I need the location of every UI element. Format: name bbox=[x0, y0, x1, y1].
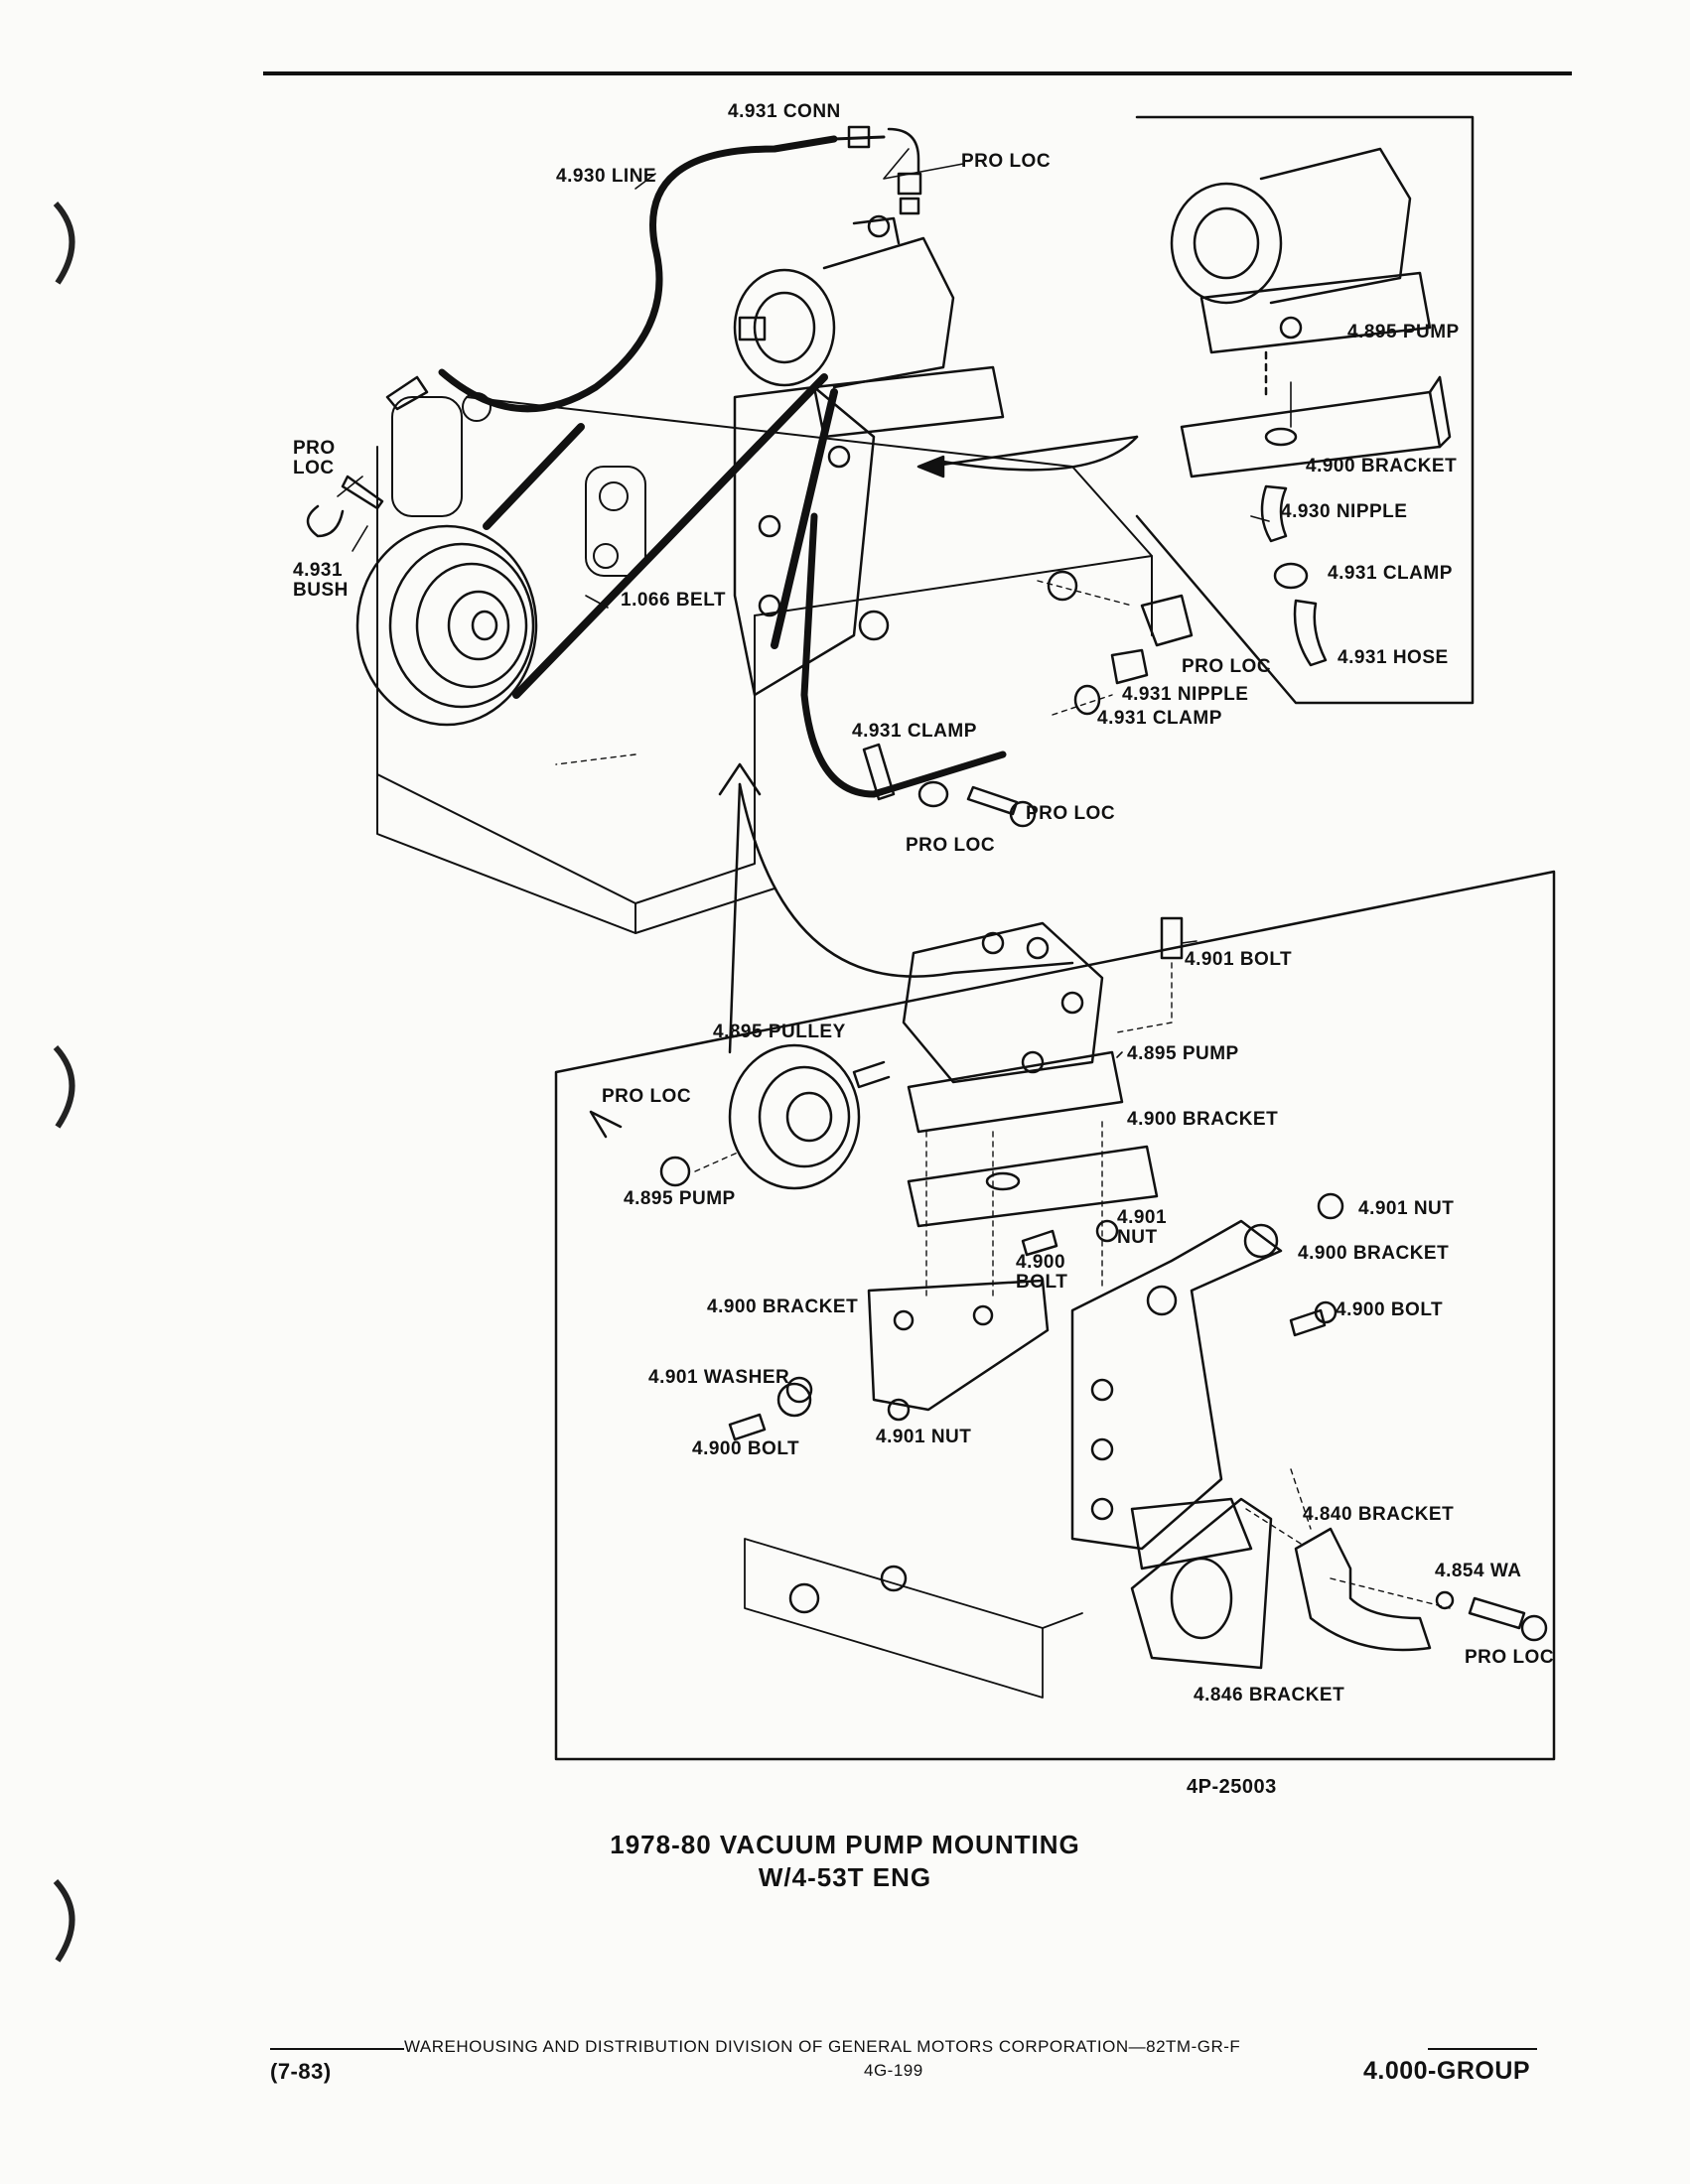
label-4846-bracket: 4.846 BRACKET bbox=[1194, 1685, 1345, 1706]
vacuum-pump-main bbox=[733, 214, 1005, 439]
label-inset-4931-hose: 4.931 HOSE bbox=[1338, 647, 1449, 668]
label-pro-loc-below: PRO LOC bbox=[906, 835, 996, 856]
label-4900-bolt-center: 4.900 BOLT bbox=[1016, 1252, 1068, 1293]
upper-inset-frame bbox=[1135, 115, 1475, 705]
label-inset-4900-bracket: 4.900 BRACKET bbox=[1306, 456, 1458, 477]
punch-hole-mark-middle bbox=[53, 1044, 75, 1129]
label-4930-line: 4.930 LINE bbox=[556, 166, 657, 187]
inset-pump bbox=[1170, 147, 1432, 354]
footer-rule-left bbox=[270, 2048, 404, 2050]
figure-number: 4P-25003 bbox=[1187, 1776, 1277, 1798]
inset-bracket bbox=[1180, 375, 1452, 478]
lower-bracket-plate bbox=[907, 1145, 1159, 1228]
lower-inset-frame bbox=[554, 870, 1556, 1761]
bracket-4846 bbox=[1130, 1497, 1273, 1670]
vacuum-line bbox=[438, 135, 838, 413]
label-4931-bush: 4.931 BUSH bbox=[293, 560, 349, 601]
label-4895-pump-right: 4.895 PUMP bbox=[1127, 1043, 1239, 1064]
label-pro-loc-bolt: PRO LOC bbox=[1026, 803, 1116, 824]
label-4900-bolt-right: 4.900 BOLT bbox=[1336, 1299, 1444, 1320]
lower-bracket-right bbox=[1070, 1219, 1283, 1551]
label-inset-4931-clamp: 4.931 CLAMP bbox=[1328, 563, 1453, 584]
label-4900-bolt-left: 4.900 BOLT bbox=[692, 1438, 800, 1459]
label-4901-nut-center: 4.901 NUT bbox=[1117, 1207, 1168, 1248]
label-4931-clamp-mid: 4.931 CLAMP bbox=[852, 721, 977, 742]
footer-date: (7-83) bbox=[270, 2059, 332, 2084]
lower-inset-pump bbox=[852, 921, 1124, 1134]
bracket-4840 bbox=[1294, 1527, 1432, 1652]
label-4900-bracket-top: 4.900 BRACKET bbox=[1127, 1109, 1279, 1130]
arrow-to-upper-inset bbox=[926, 435, 1139, 469]
title-line-2: W/4-53T ENG bbox=[758, 1862, 932, 1892]
footer-page-number: 4G-199 bbox=[864, 2061, 923, 2080]
label-4900-bracket-left: 4.900 BRACKET bbox=[707, 1297, 859, 1317]
arrow-to-lower-inset bbox=[718, 762, 762, 1054]
label-4901-nut-lower: 4.901 NUT bbox=[876, 1427, 972, 1447]
label-pro-loc-lower-right: PRO LOC bbox=[1465, 1647, 1555, 1668]
label-4895-pulley: 4.895 PULLEY bbox=[713, 1022, 846, 1042]
label-4931-conn: 4.931 CONN bbox=[728, 101, 841, 122]
label-4900-bracket-right: 4.900 BRACKET bbox=[1298, 1243, 1450, 1264]
punch-hole-mark-bottom bbox=[53, 1878, 75, 1963]
vacuum-line-lower bbox=[800, 512, 1007, 798]
punch-hole-mark-top bbox=[53, 201, 75, 285]
label-pro-loc-top: PRO LOC bbox=[961, 151, 1052, 172]
label-4901-nut-right: 4.901 NUT bbox=[1358, 1198, 1455, 1219]
label-4931-clamp-right: 4.931 CLAMP bbox=[1097, 708, 1222, 729]
drive-belt bbox=[483, 373, 828, 699]
label-4854-wa: 4.854 WA bbox=[1435, 1561, 1522, 1581]
engine-block bbox=[376, 392, 1153, 934]
footer-rule-right bbox=[1428, 2048, 1537, 2050]
label-pro-loc-pulley: PRO LOC bbox=[602, 1086, 692, 1107]
label-4840-bracket: 4.840 BRACKET bbox=[1303, 1504, 1455, 1525]
crank-pulley bbox=[355, 524, 538, 727]
label-4901-washer: 4.901 WASHER bbox=[648, 1367, 790, 1388]
footer-group: 4.000-GROUP bbox=[1363, 2057, 1531, 2085]
label-inset-4895-pump: 4.895 PUMP bbox=[1347, 322, 1460, 342]
label-4931-nipple: 4.931 NIPPLE bbox=[1122, 684, 1249, 705]
footer-division-text: WAREHOUSING AND DISTRIBUTION DIVISION OF… bbox=[404, 2037, 1241, 2056]
label-4901-bolt: 4.901 BOLT bbox=[1185, 949, 1293, 970]
label-pro-loc-right: PRO LOC bbox=[1182, 656, 1272, 677]
lower-bracket-left bbox=[867, 1279, 1050, 1412]
label-4895-pump-left: 4.895 PUMP bbox=[624, 1188, 736, 1209]
label-pro-loc-left: PRO LOC bbox=[293, 438, 336, 478]
label-inset-4930-nipple: 4.930 NIPPLE bbox=[1281, 501, 1408, 522]
top-rule bbox=[263, 71, 1572, 75]
lower-inset-pulley bbox=[728, 1043, 861, 1190]
title-line-1: 1978-80 VACUUM PUMP MOUNTING bbox=[610, 1830, 1080, 1859]
mounting-bracket-upper bbox=[733, 385, 876, 697]
label-1066-belt: 1.066 BELT bbox=[621, 590, 727, 611]
key-icon bbox=[589, 1110, 623, 1139]
